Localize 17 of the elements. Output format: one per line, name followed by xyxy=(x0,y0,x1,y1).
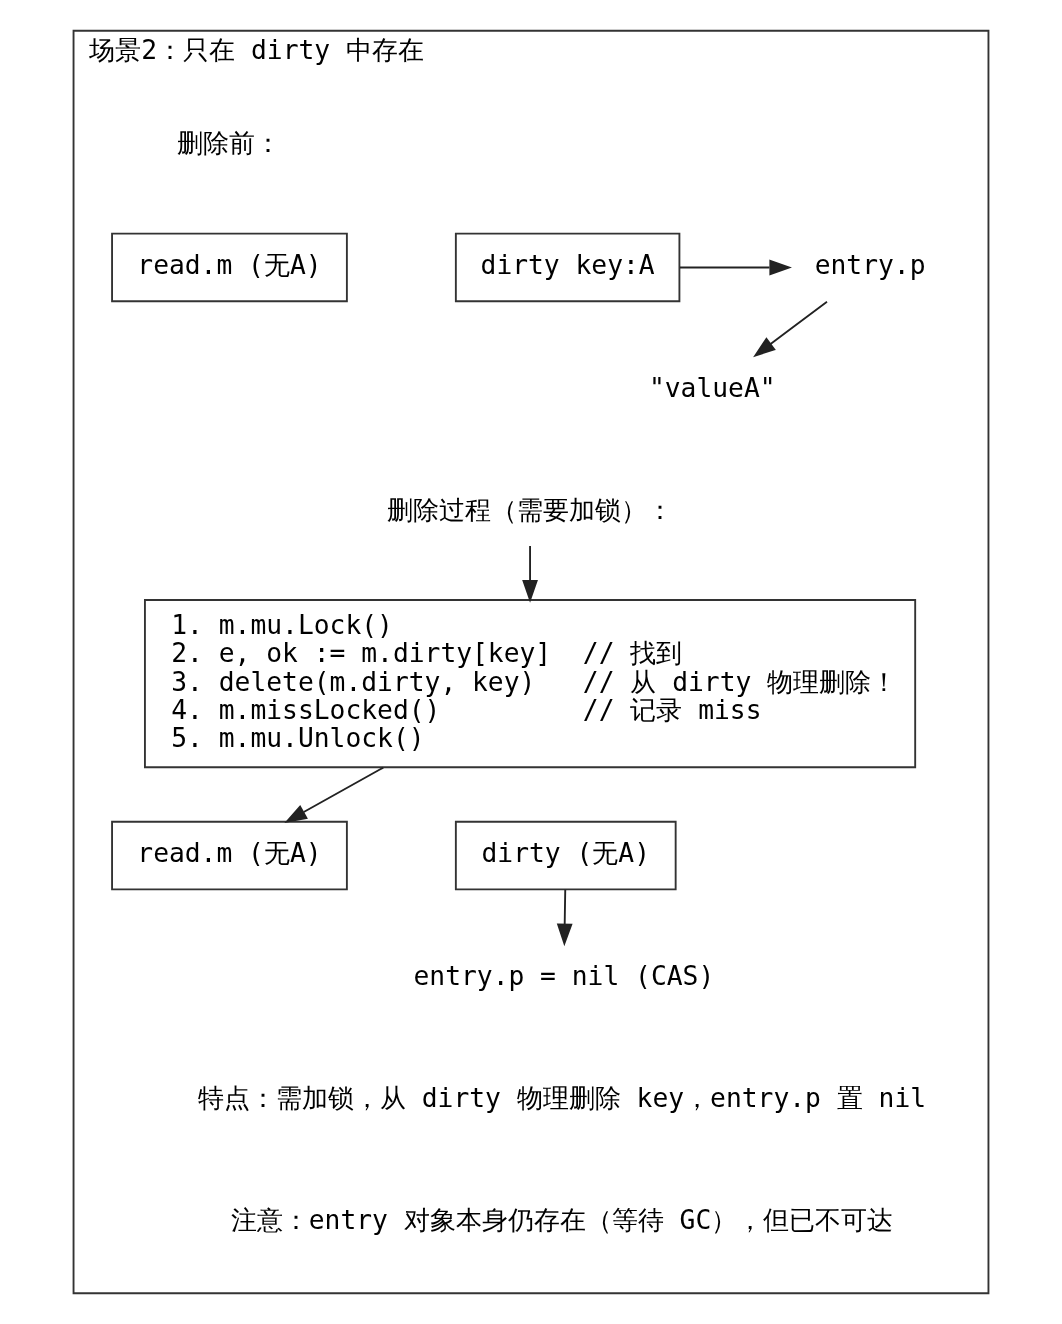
node-box: read.m (无A) xyxy=(111,232,348,303)
node-text: entry.p xyxy=(814,250,926,281)
node-box: dirty (无A) xyxy=(454,820,677,891)
arrow xyxy=(284,766,385,823)
label: 特点：需加锁，从 dirty 物理删除 key，entry.p 置 nil xyxy=(197,1082,927,1113)
node-text: entry.p = nil (CAS) xyxy=(413,960,715,991)
arrow xyxy=(753,300,828,358)
node-text: "valueA" xyxy=(648,372,776,403)
node-text: 删除过程（需要加锁）： xyxy=(387,494,674,525)
arrow xyxy=(522,545,538,603)
node-box: dirty key:A xyxy=(454,232,681,303)
arrow xyxy=(556,888,573,947)
label: 删除前： xyxy=(177,128,282,159)
node-box: read.m (无A) xyxy=(111,820,348,891)
node-box: 1. m.mu.Lock() 2. e, ok := m.dirty[key] // 找到 3. delete(m.dirty, key) // 从 dirty 物理删除！ 4. m.missLocked() // 记录 miss 5. m.mu.Unlock() xyxy=(144,599,917,769)
label: 注意：entry 对象本身仍存在（等待 GC），但已不可达 xyxy=(230,1204,894,1235)
arrow xyxy=(678,259,792,276)
